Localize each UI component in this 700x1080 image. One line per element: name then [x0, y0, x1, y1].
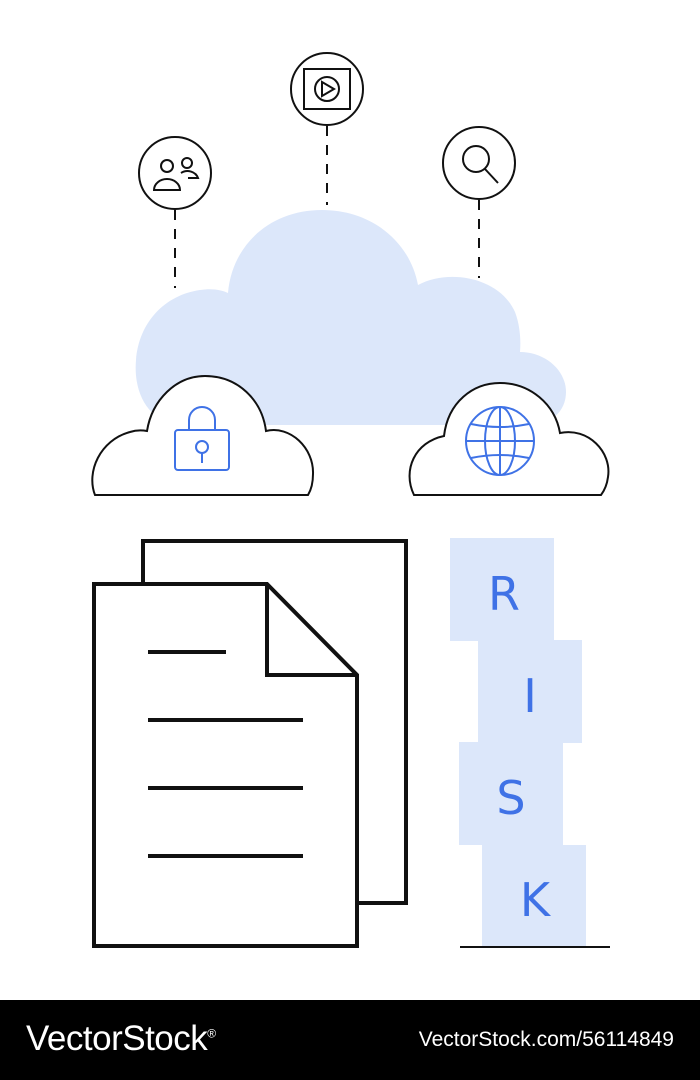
document-fold: [265, 584, 357, 677]
watermark-brand: VectorStock®: [26, 1019, 216, 1059]
globe-icon: [465, 406, 535, 476]
search-icon: [442, 126, 516, 200]
risk-letter-r: R: [488, 567, 520, 621]
lock-icon: [174, 406, 230, 471]
risk-block-s: [459, 742, 563, 845]
users-icon: [138, 136, 212, 210]
risk-blocks: R I S K: [450, 538, 610, 948]
main-cloud: [135, 210, 566, 425]
risk-block-r: [450, 538, 554, 641]
risk-letter-i: I: [523, 669, 537, 723]
lock-cloud: [91, 374, 315, 496]
risk-block-i: [478, 640, 582, 743]
dashed-connectors: [174, 126, 480, 288]
risk-block-k: [482, 845, 586, 947]
watermark-image-id: VectorStock.com/56114849: [418, 1028, 674, 1051]
risk-illustration: R I S K: [91, 52, 610, 948]
document-text-lines: [148, 650, 303, 858]
document-icon: [92, 539, 408, 948]
registered-mark: ®: [207, 1026, 216, 1041]
risk-letter-k: K: [520, 873, 552, 927]
watermark-bar: VectorStock® VectorStock.com/56114849: [0, 1000, 700, 1080]
risk-letter-s: S: [496, 771, 525, 825]
globe-cloud: [408, 381, 610, 496]
brand-name: VectorStock: [26, 1019, 208, 1058]
front-document: [92, 582, 359, 948]
video-play-icon: [290, 52, 364, 126]
